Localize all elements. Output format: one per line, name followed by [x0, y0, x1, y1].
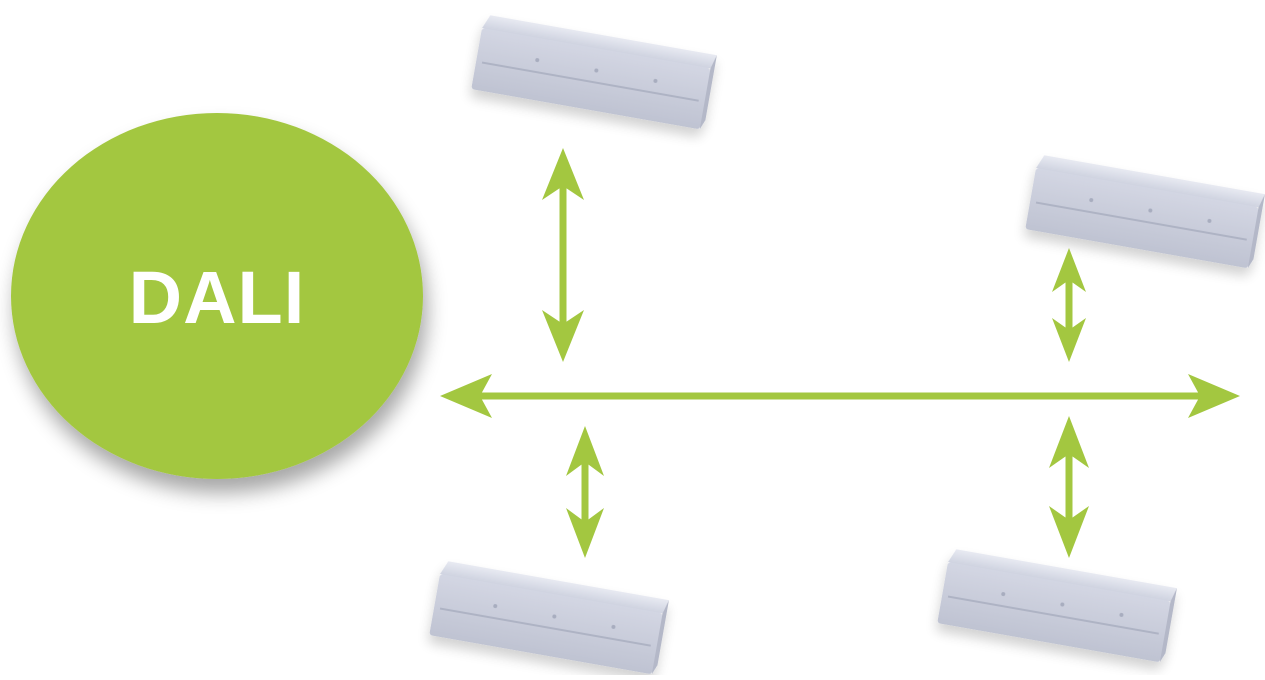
connector-arrow-bottom-right [1049, 416, 1089, 558]
device-bottom-right [937, 548, 1177, 663]
connector-arrow-top-right [1052, 248, 1086, 362]
dali-bus-arrow [440, 374, 1240, 418]
device-bottom-left [429, 560, 669, 675]
device-top-left [471, 14, 717, 130]
dali-controller-label: DALI [12, 232, 422, 362]
connector-arrow-top-left [542, 148, 584, 362]
device-top-right [1025, 154, 1265, 269]
connector-arrow-bottom-left [566, 426, 604, 558]
